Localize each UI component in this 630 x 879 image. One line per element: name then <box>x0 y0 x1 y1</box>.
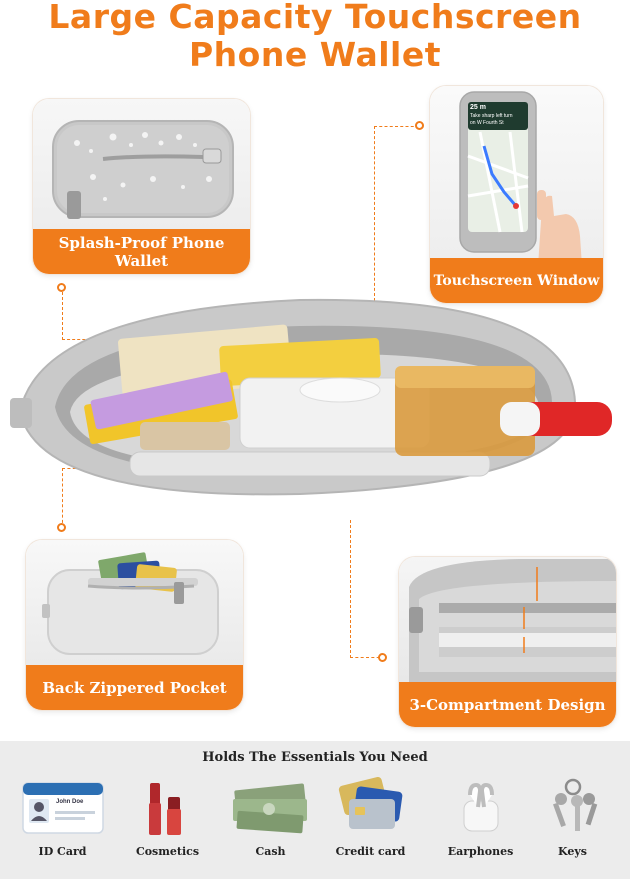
touchscreen-window-image: 25 m Take sharp left turn on W Fourth St <box>430 86 603 266</box>
compartments-label: 3-Compartment Design <box>399 682 616 727</box>
essentials-heading: Holds The Essentials You Need <box>202 750 428 765</box>
feature-card-touchscreen: 25 m Take sharp left turn on W Fourth St… <box>430 86 603 303</box>
phone-screen-distance: 25 m <box>470 104 486 111</box>
connector-dot-compartments <box>378 653 387 662</box>
lipstick-icon <box>148 783 181 835</box>
splash-proof-wallet-image <box>33 99 250 229</box>
splash-proof-label: Splash-Proof Phone Wallet <box>33 229 250 274</box>
connector-dot-splash <box>57 283 66 292</box>
phone-screen-street: on W Fourth St <box>470 120 504 126</box>
open-wallet-image <box>0 282 630 522</box>
cash-icon <box>232 783 307 834</box>
connector-touch <box>374 126 419 301</box>
essential-label-credit-card: Credit card <box>335 845 406 858</box>
connector-compartments <box>350 520 385 658</box>
essential-label-keys: Keys <box>558 845 587 858</box>
essential-item-credit-card: Credit card <box>318 777 423 877</box>
back-pocket-image <box>26 540 243 665</box>
connector-dot-touch <box>415 121 424 130</box>
essential-label-cosmetics: Cosmetics <box>135 845 200 858</box>
id-card-name: John Doe <box>56 799 84 805</box>
touchscreen-label: Touchscreen Window <box>430 258 603 303</box>
page-title-line1: Large Capacity Touchscreen <box>48 0 582 36</box>
back-pocket-label: Back Zippered Pocket <box>26 665 243 710</box>
credit-card-icon <box>338 777 402 829</box>
phone-screen-instruction: Take sharp left turn <box>470 113 513 119</box>
essential-item-id-card: John Doe ID Card <box>10 777 115 877</box>
essentials-panel: Holds The Essentials You Need John Doe I… <box>0 741 630 879</box>
essential-item-keys: Keys <box>520 777 625 877</box>
essential-label-cash: Cash <box>255 845 286 858</box>
feature-card-compartments: 3-Compartment Design <box>399 557 616 727</box>
essential-item-cosmetics: Cosmetics <box>115 777 220 877</box>
feature-card-splash-proof: Splash-Proof Phone Wallet <box>33 99 250 274</box>
essential-label-earphones: Earphones <box>447 845 514 858</box>
page-title-line2: Phone Wallet <box>189 35 441 74</box>
essential-item-cash: Cash <box>218 777 323 877</box>
keys-icon <box>552 778 597 831</box>
id-card-icon <box>21 782 104 834</box>
connector-dot-back <box>57 523 66 532</box>
essential-label-id-card: ID Card <box>38 845 87 858</box>
essential-item-earphones: Earphones <box>428 777 533 877</box>
earphones-icon <box>463 782 498 832</box>
compartments-image <box>399 557 616 682</box>
feature-card-back-pocket: Back Zippered Pocket <box>26 540 243 710</box>
